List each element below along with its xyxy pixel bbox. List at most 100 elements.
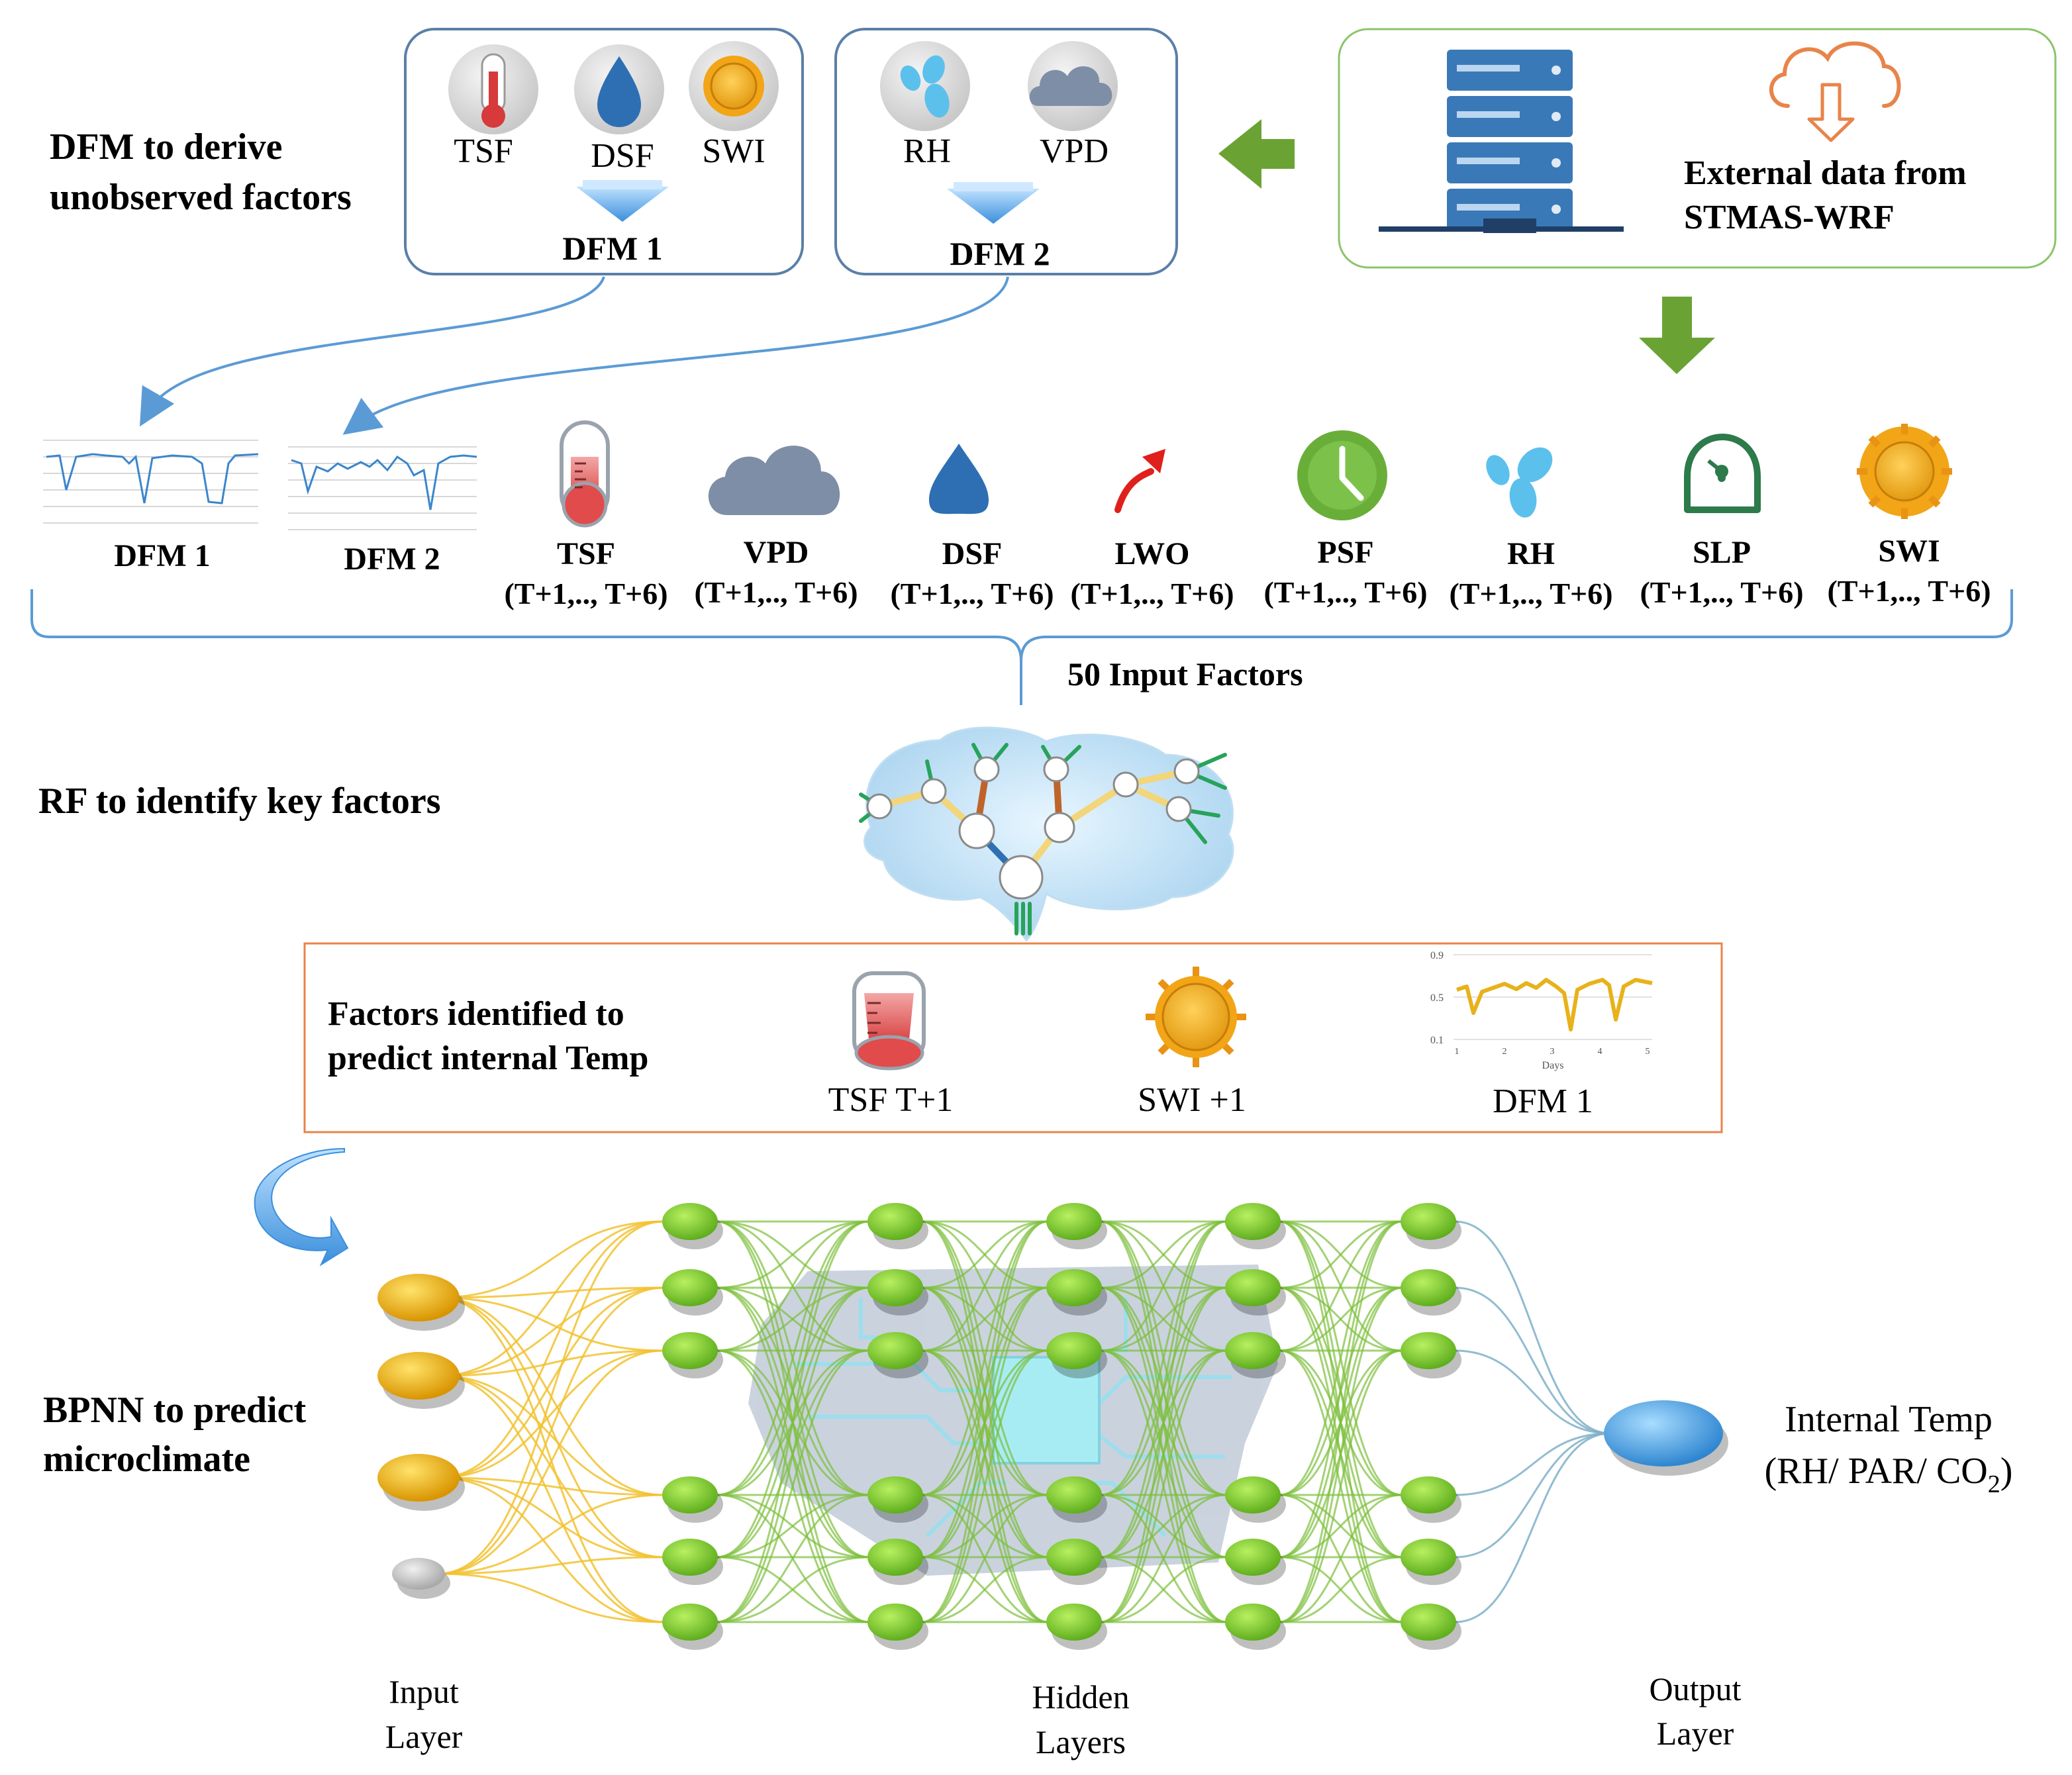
connection bbox=[921, 1220, 1048, 1496]
network-connections bbox=[438, 1220, 1611, 1623]
input-factor-labels: TSF (T+1,.., T+6) VPD (T+1,.., T+6) DSF … bbox=[504, 534, 1991, 610]
factor-name-tsf: TSF bbox=[557, 536, 615, 571]
connection bbox=[1100, 1286, 1227, 1623]
connection bbox=[716, 1220, 869, 1559]
thermometer-icon bbox=[852, 971, 926, 1071]
connection bbox=[921, 1494, 1048, 1559]
x-axis-label: Days bbox=[1542, 1060, 1564, 1071]
factor-name-rh: RH bbox=[1507, 536, 1555, 571]
hidden-layers-label-line2: Layers bbox=[1036, 1723, 1126, 1760]
connection bbox=[1100, 1220, 1227, 1496]
dfm1-label-swi: SWI bbox=[702, 132, 765, 170]
input-neuron bbox=[392, 1558, 445, 1590]
factor-range-dsf: (T+1,.., T+6) bbox=[890, 577, 1054, 610]
hidden-neuron bbox=[1046, 1269, 1102, 1306]
hidden-neuron bbox=[662, 1539, 718, 1576]
factor-name-dsf: DSF bbox=[942, 536, 1003, 571]
connection bbox=[438, 1476, 664, 1623]
input-brace bbox=[30, 589, 2013, 705]
hidden-neuron bbox=[1046, 1476, 1102, 1513]
connection bbox=[438, 1220, 664, 1575]
connection bbox=[1100, 1220, 1227, 1289]
factor-name-swi: SWI bbox=[1878, 534, 1940, 569]
y-tick: 0.5 bbox=[1430, 992, 1444, 1004]
connection bbox=[1100, 1220, 1227, 1352]
hidden-neuron bbox=[1225, 1203, 1281, 1240]
output-target-suffix: ) bbox=[2000, 1451, 2013, 1492]
water-drop-icon bbox=[574, 44, 664, 134]
hidden-neuron bbox=[1401, 1604, 1456, 1641]
key-dfm-chart: 0.9 0.5 0.1 1 2 3 4 5 Days bbox=[1430, 950, 1653, 1071]
connection bbox=[1279, 1556, 1403, 1623]
connection bbox=[1100, 1494, 1227, 1559]
connection bbox=[921, 1220, 1048, 1352]
connection bbox=[1100, 1220, 1227, 1623]
hidden-neuron bbox=[1225, 1539, 1281, 1576]
connection bbox=[1279, 1286, 1403, 1352]
water-drop-icon bbox=[929, 444, 989, 514]
dfm-heading-line1: DFM to derive bbox=[50, 126, 282, 168]
connection bbox=[1100, 1286, 1227, 1352]
hidden-neuron bbox=[1046, 1203, 1102, 1240]
connection bbox=[1100, 1494, 1227, 1623]
connection bbox=[921, 1286, 1048, 1352]
connection bbox=[438, 1286, 664, 1479]
connection bbox=[1454, 1432, 1611, 1496]
connection bbox=[1279, 1494, 1403, 1559]
gauge-icon bbox=[1684, 434, 1761, 513]
connection bbox=[716, 1220, 869, 1352]
down-arrow-icon bbox=[576, 180, 669, 222]
brain-tree-icon bbox=[859, 726, 1234, 942]
hidden-neuron bbox=[1046, 1332, 1102, 1369]
key-factor-dfm: DFM 1 bbox=[1493, 1082, 1593, 1120]
hidden-neuron bbox=[867, 1539, 923, 1576]
input-neuron bbox=[377, 1352, 460, 1400]
hidden-neuron bbox=[867, 1203, 923, 1240]
thermometer-icon bbox=[448, 44, 538, 134]
connection bbox=[716, 1494, 869, 1559]
output-target-subscript: 2 bbox=[1988, 1470, 2000, 1498]
dfm2-box: RH VPD DFM 2 bbox=[834, 28, 1178, 275]
hidden-neuron bbox=[1401, 1539, 1456, 1576]
connection bbox=[921, 1349, 1048, 1623]
dfm1-title: DFM 1 bbox=[562, 230, 662, 267]
connection bbox=[438, 1286, 664, 1377]
trend-arrow-icon bbox=[1114, 449, 1165, 513]
connection bbox=[1454, 1286, 1611, 1435]
factor-range-swi: (T+1,.., T+6) bbox=[1827, 574, 1991, 608]
connection bbox=[438, 1349, 664, 1575]
hidden-neuron bbox=[662, 1203, 718, 1240]
output-layer-label-line2: Layer bbox=[1657, 1715, 1734, 1752]
bpnn-heading-line1: BPNN to predict bbox=[43, 1390, 306, 1431]
key-factor-tsf: TSF T+1 bbox=[828, 1081, 954, 1119]
hidden-neuron bbox=[1401, 1476, 1456, 1513]
connection bbox=[1100, 1220, 1227, 1559]
connection bbox=[438, 1374, 664, 1623]
connection bbox=[438, 1374, 664, 1496]
input-total-label: 50 Input Factors bbox=[1067, 655, 1303, 693]
rf-heading: RF to identify key factors bbox=[38, 781, 441, 822]
external-data-box: External data from STMAS-WRF bbox=[1338, 28, 2057, 269]
hidden-neuron bbox=[1046, 1539, 1102, 1576]
network-neurons bbox=[377, 1203, 1728, 1650]
hidden-neuron bbox=[867, 1332, 923, 1369]
connection bbox=[921, 1494, 1048, 1623]
cloud-icon bbox=[708, 446, 840, 515]
connection bbox=[716, 1349, 869, 1623]
droplets-icon bbox=[1486, 447, 1553, 518]
connection bbox=[716, 1220, 869, 1496]
factor-name-vpd: VPD bbox=[744, 535, 809, 570]
connection bbox=[716, 1220, 869, 1289]
external-line1: External data from bbox=[1684, 154, 1967, 192]
down-arrow-icon bbox=[1639, 297, 1715, 374]
factor-name-psf: PSF bbox=[1317, 535, 1373, 570]
dfm2-title: DFM 2 bbox=[950, 235, 1050, 272]
output-target-line1: Internal Temp bbox=[1785, 1399, 1993, 1440]
connection bbox=[438, 1476, 664, 1559]
connection bbox=[438, 1476, 664, 1496]
factor-name-lwo: LWO bbox=[1115, 536, 1190, 571]
connection bbox=[1100, 1349, 1227, 1623]
connection bbox=[438, 1374, 664, 1559]
connection bbox=[1454, 1432, 1611, 1623]
